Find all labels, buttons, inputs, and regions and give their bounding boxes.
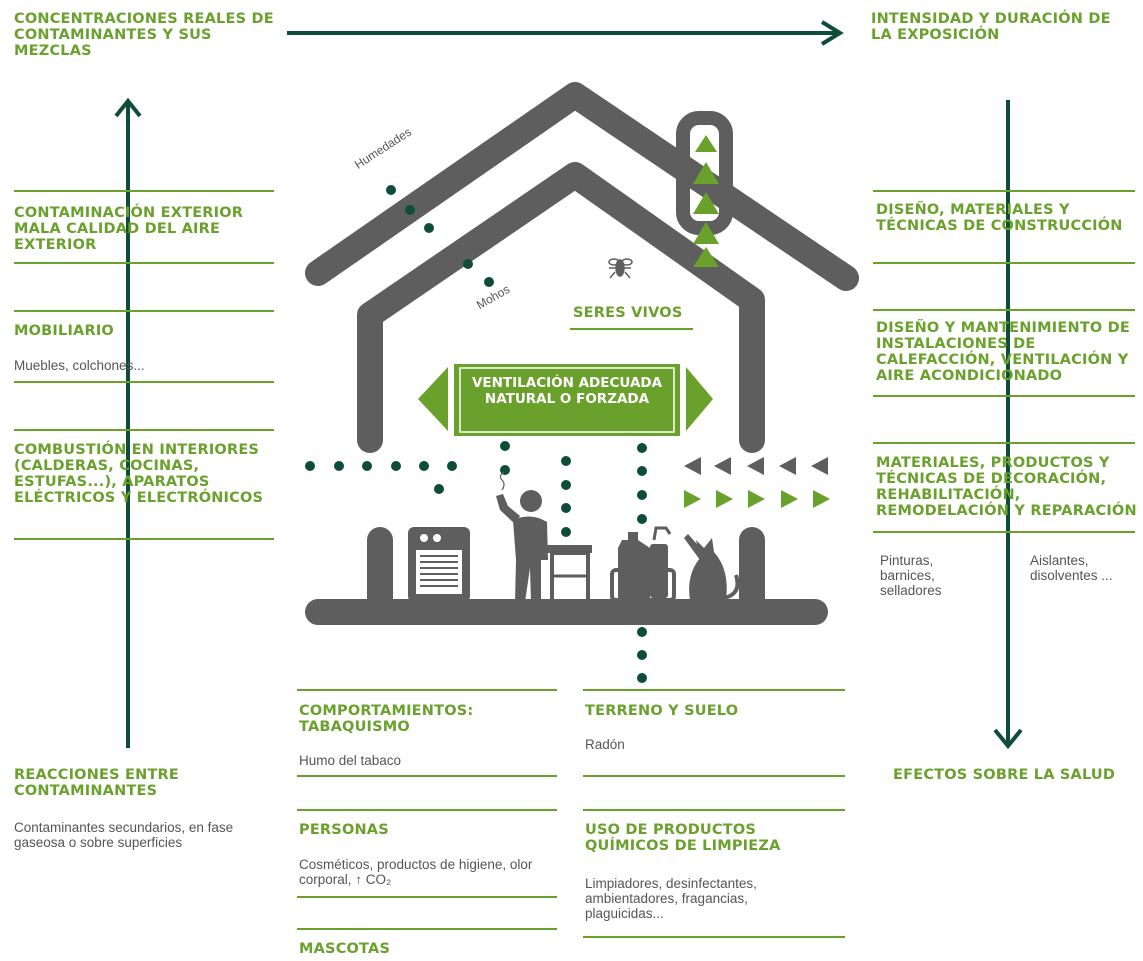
divider — [873, 531, 1135, 533]
exposure-title: INTENSIDAD Y DURACIÓN DE LA EXPOSICIÓN — [871, 11, 1111, 43]
divider — [583, 775, 845, 777]
divider — [583, 809, 845, 811]
ventilation-label: VENTILACIÓN ADECUADA NATURAL O FORZADA — [471, 375, 663, 407]
combustion-title: COMBUSTIÓN EN INTERIORES (CALDERAS, COCI… — [14, 442, 264, 506]
house-illustration — [305, 82, 859, 625]
divider — [873, 395, 1135, 397]
divider — [297, 775, 557, 777]
air-intake-icon — [684, 490, 830, 508]
ground-title: TERRENO Y SUELO — [585, 703, 739, 719]
desk-icon — [546, 545, 592, 603]
furniture-title: MOBILIARIO — [14, 323, 114, 339]
divider — [14, 262, 274, 264]
behaviour-text: Humo del tabaco — [299, 753, 402, 768]
living-beings-title: SERES VIVOS — [573, 305, 683, 321]
health-effects-title: EFECTOS SOBRE LA SALUD — [893, 767, 1116, 783]
divider — [14, 190, 274, 192]
stove-icon — [408, 527, 470, 602]
insulation-text: Aislantes, disolventes ... — [1030, 553, 1113, 583]
outdoor-pollution-title: CONTAMINACIÓN EXTERIOR MALA CALIDAD DEL … — [14, 205, 244, 253]
left-up-arrow — [114, 97, 142, 748]
reactions-text: Contaminantes secundarios, en fase gaseo… — [14, 820, 234, 850]
divider — [14, 310, 274, 312]
divider — [14, 429, 274, 431]
ventilation-banner — [418, 364, 713, 436]
decoration-materials-title: MATERIALES, PRODUCTOS Y TÉCNICAS DE DECO… — [876, 455, 1137, 519]
divider — [583, 689, 845, 691]
divider — [873, 309, 1135, 311]
air-exchange-icon — [684, 457, 828, 475]
pollutant-dots — [305, 441, 647, 683]
concentrations-title: CONCENTRACIONES REALES DE CONTAMINANTES … — [14, 11, 274, 59]
divider — [297, 928, 557, 930]
divider — [14, 381, 274, 383]
divider — [14, 538, 274, 540]
right-down-arrow — [993, 100, 1023, 750]
people-text: Cosméticos, productos de higiene, olor c… — [299, 857, 533, 887]
cleaning-text: Limpiadores, desinfectantes, ambientador… — [585, 876, 757, 921]
divider — [873, 442, 1135, 444]
humidity-dots — [386, 185, 494, 287]
fly-icon — [608, 258, 633, 279]
divider — [297, 896, 557, 898]
behaviour-title: COMPORTAMIENTOS: TABAQUISMO — [299, 703, 474, 735]
cleaning-title: USO DE PRODUCTOS QUÍMICOS DE LIMPIEZA — [585, 822, 781, 854]
paints-text: Pinturas, barnices, selladores — [880, 553, 942, 598]
divider — [583, 936, 845, 938]
people-title: PERSONAS — [299, 822, 389, 838]
furniture-text: Muebles, colchones... — [14, 358, 145, 373]
cleaning-products-icon — [610, 526, 676, 602]
reactions-title: REACCIONES ENTRE CONTAMINANTES — [14, 767, 180, 799]
pets-title: MASCOTAS — [299, 941, 391, 957]
divider — [297, 809, 557, 811]
cat-icon — [684, 534, 740, 600]
chimney-flow-icon — [693, 135, 719, 267]
smoking-person-icon — [496, 471, 548, 602]
hvac-title: DISEÑO Y MANTENIMIENTO DE INSTALACIONES … — [876, 320, 1131, 384]
divider — [873, 190, 1135, 192]
divider — [297, 689, 557, 691]
construction-design-title: DISEÑO, MATERIALES Y TÉCNICAS DE CONSTRU… — [876, 202, 1123, 234]
divider — [873, 262, 1135, 264]
top-arrow — [287, 20, 844, 46]
ground-text: Radón — [585, 737, 625, 752]
